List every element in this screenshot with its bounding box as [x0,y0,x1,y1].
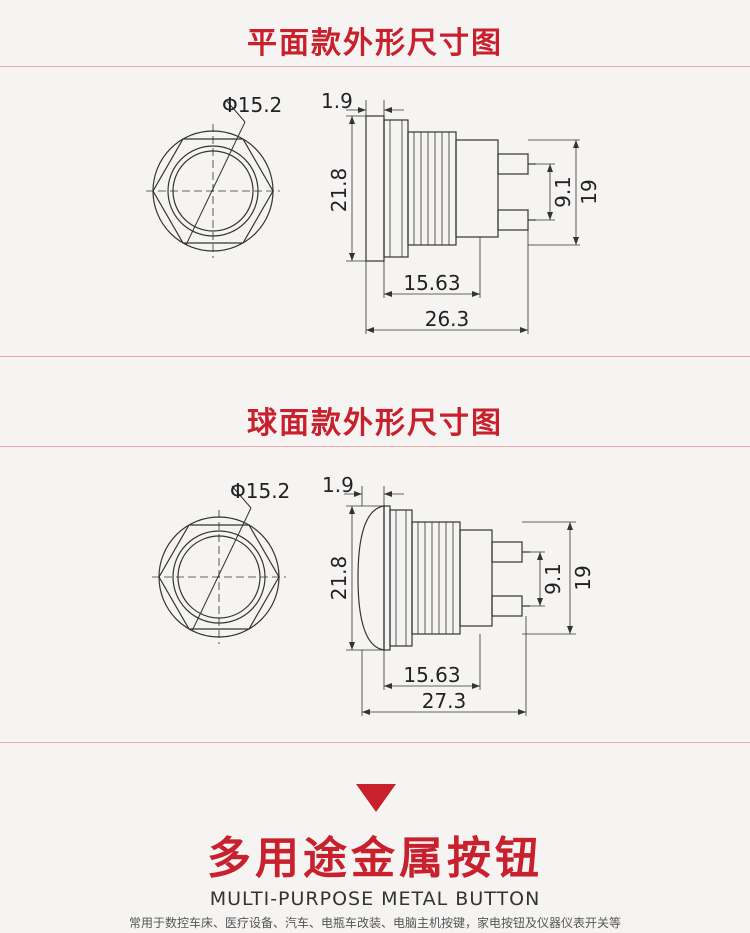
height-label: 21.8 [327,168,351,213]
overall-height-label: 19 [577,179,601,204]
height-label: 21.8 [327,556,351,601]
total-length-label: 26.3 [425,307,470,331]
divider [0,742,750,743]
dome-section-title: 球面款外形尺寸图 [247,406,503,441]
product-headline: 多用途金属按钮 [207,833,543,884]
dome-button-drawing: Φ15.2 1.9 21.8 15.63 27.3 9.1 19 [152,473,595,716]
body-length-label: 15.63 [403,271,460,295]
flat-section-title: 平面款外形尺寸图 [247,26,503,61]
divider [0,356,750,357]
total-length-label: 27.3 [422,689,467,713]
diameter-label: Φ15.2 [230,479,290,503]
divider [0,66,750,67]
body-length-label: 15.63 [403,663,460,687]
usage-caption: 常用于数控车床、医疗设备、汽车、电瓶车改装、电脑主机按键，家电按钮及仪器仪表开关… [128,916,621,930]
divider [0,446,750,447]
pin-pitch-label: 9.1 [541,563,565,595]
flange-label: 1.9 [322,473,354,497]
flat-button-drawing: Φ15.2 1.9 21.8 15.63 26.3 9.1 19 [146,89,601,334]
flange-label: 1.9 [321,89,353,113]
down-triangle-icon [356,784,396,812]
product-subheadline: MULTI-PURPOSE METAL BUTTON [209,888,541,910]
pin-pitch-label: 9.1 [551,176,575,208]
overall-height-label: 19 [571,565,595,590]
diameter-label: Φ15.2 [222,93,282,117]
